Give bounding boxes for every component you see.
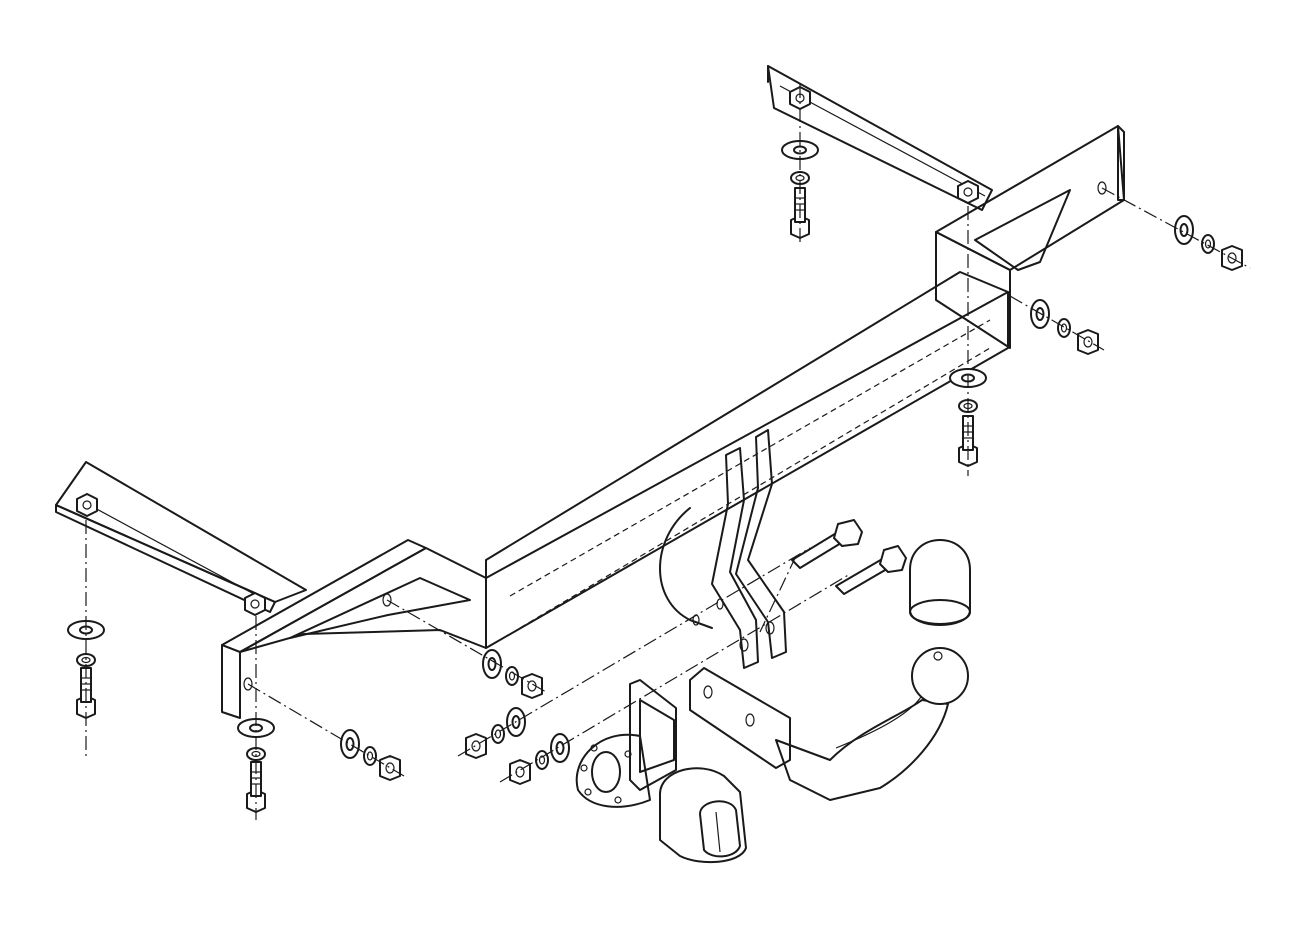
nut-mount-upper bbox=[465, 733, 487, 759]
left-side-bracket bbox=[55, 461, 307, 613]
washer-mount-lower bbox=[550, 733, 570, 763]
left-end-plate bbox=[221, 539, 487, 719]
electrical-socket bbox=[659, 767, 747, 864]
tow-ball bbox=[911, 647, 969, 705]
nut-right-plate-lower bbox=[1077, 329, 1099, 355]
nut-left-plate-upper bbox=[521, 673, 543, 699]
spring-right-plate-upper bbox=[1201, 234, 1215, 254]
washer-right-plate-lower bbox=[1030, 299, 1050, 329]
main-crossbar bbox=[485, 271, 1009, 649]
left-bracket-nut-front bbox=[76, 493, 98, 517]
spring-mount-upper bbox=[491, 724, 505, 744]
right-side-bracket bbox=[767, 65, 993, 211]
left-bracket-nut-rear bbox=[244, 592, 266, 616]
ball-cover bbox=[909, 539, 971, 626]
mount-bolt-lower bbox=[835, 545, 907, 595]
washer-left-plate-lower bbox=[340, 729, 360, 759]
washer-right-plate-upper bbox=[1174, 215, 1194, 245]
nut-mount-lower bbox=[509, 759, 531, 785]
nut-left-plate-lower bbox=[379, 755, 401, 781]
mount-bolt-upper bbox=[791, 519, 863, 569]
socket-bracket bbox=[575, 679, 677, 808]
ball-mount-plates bbox=[659, 429, 787, 669]
assembly-center-lines bbox=[85, 84, 1251, 820]
spring-right-plate-lower bbox=[1057, 318, 1071, 338]
right-end-plate bbox=[935, 125, 1125, 349]
tow-ball-arm bbox=[689, 667, 949, 801]
spring-left-plate-lower bbox=[363, 746, 377, 766]
right-bracket-nut-rear bbox=[957, 180, 979, 204]
